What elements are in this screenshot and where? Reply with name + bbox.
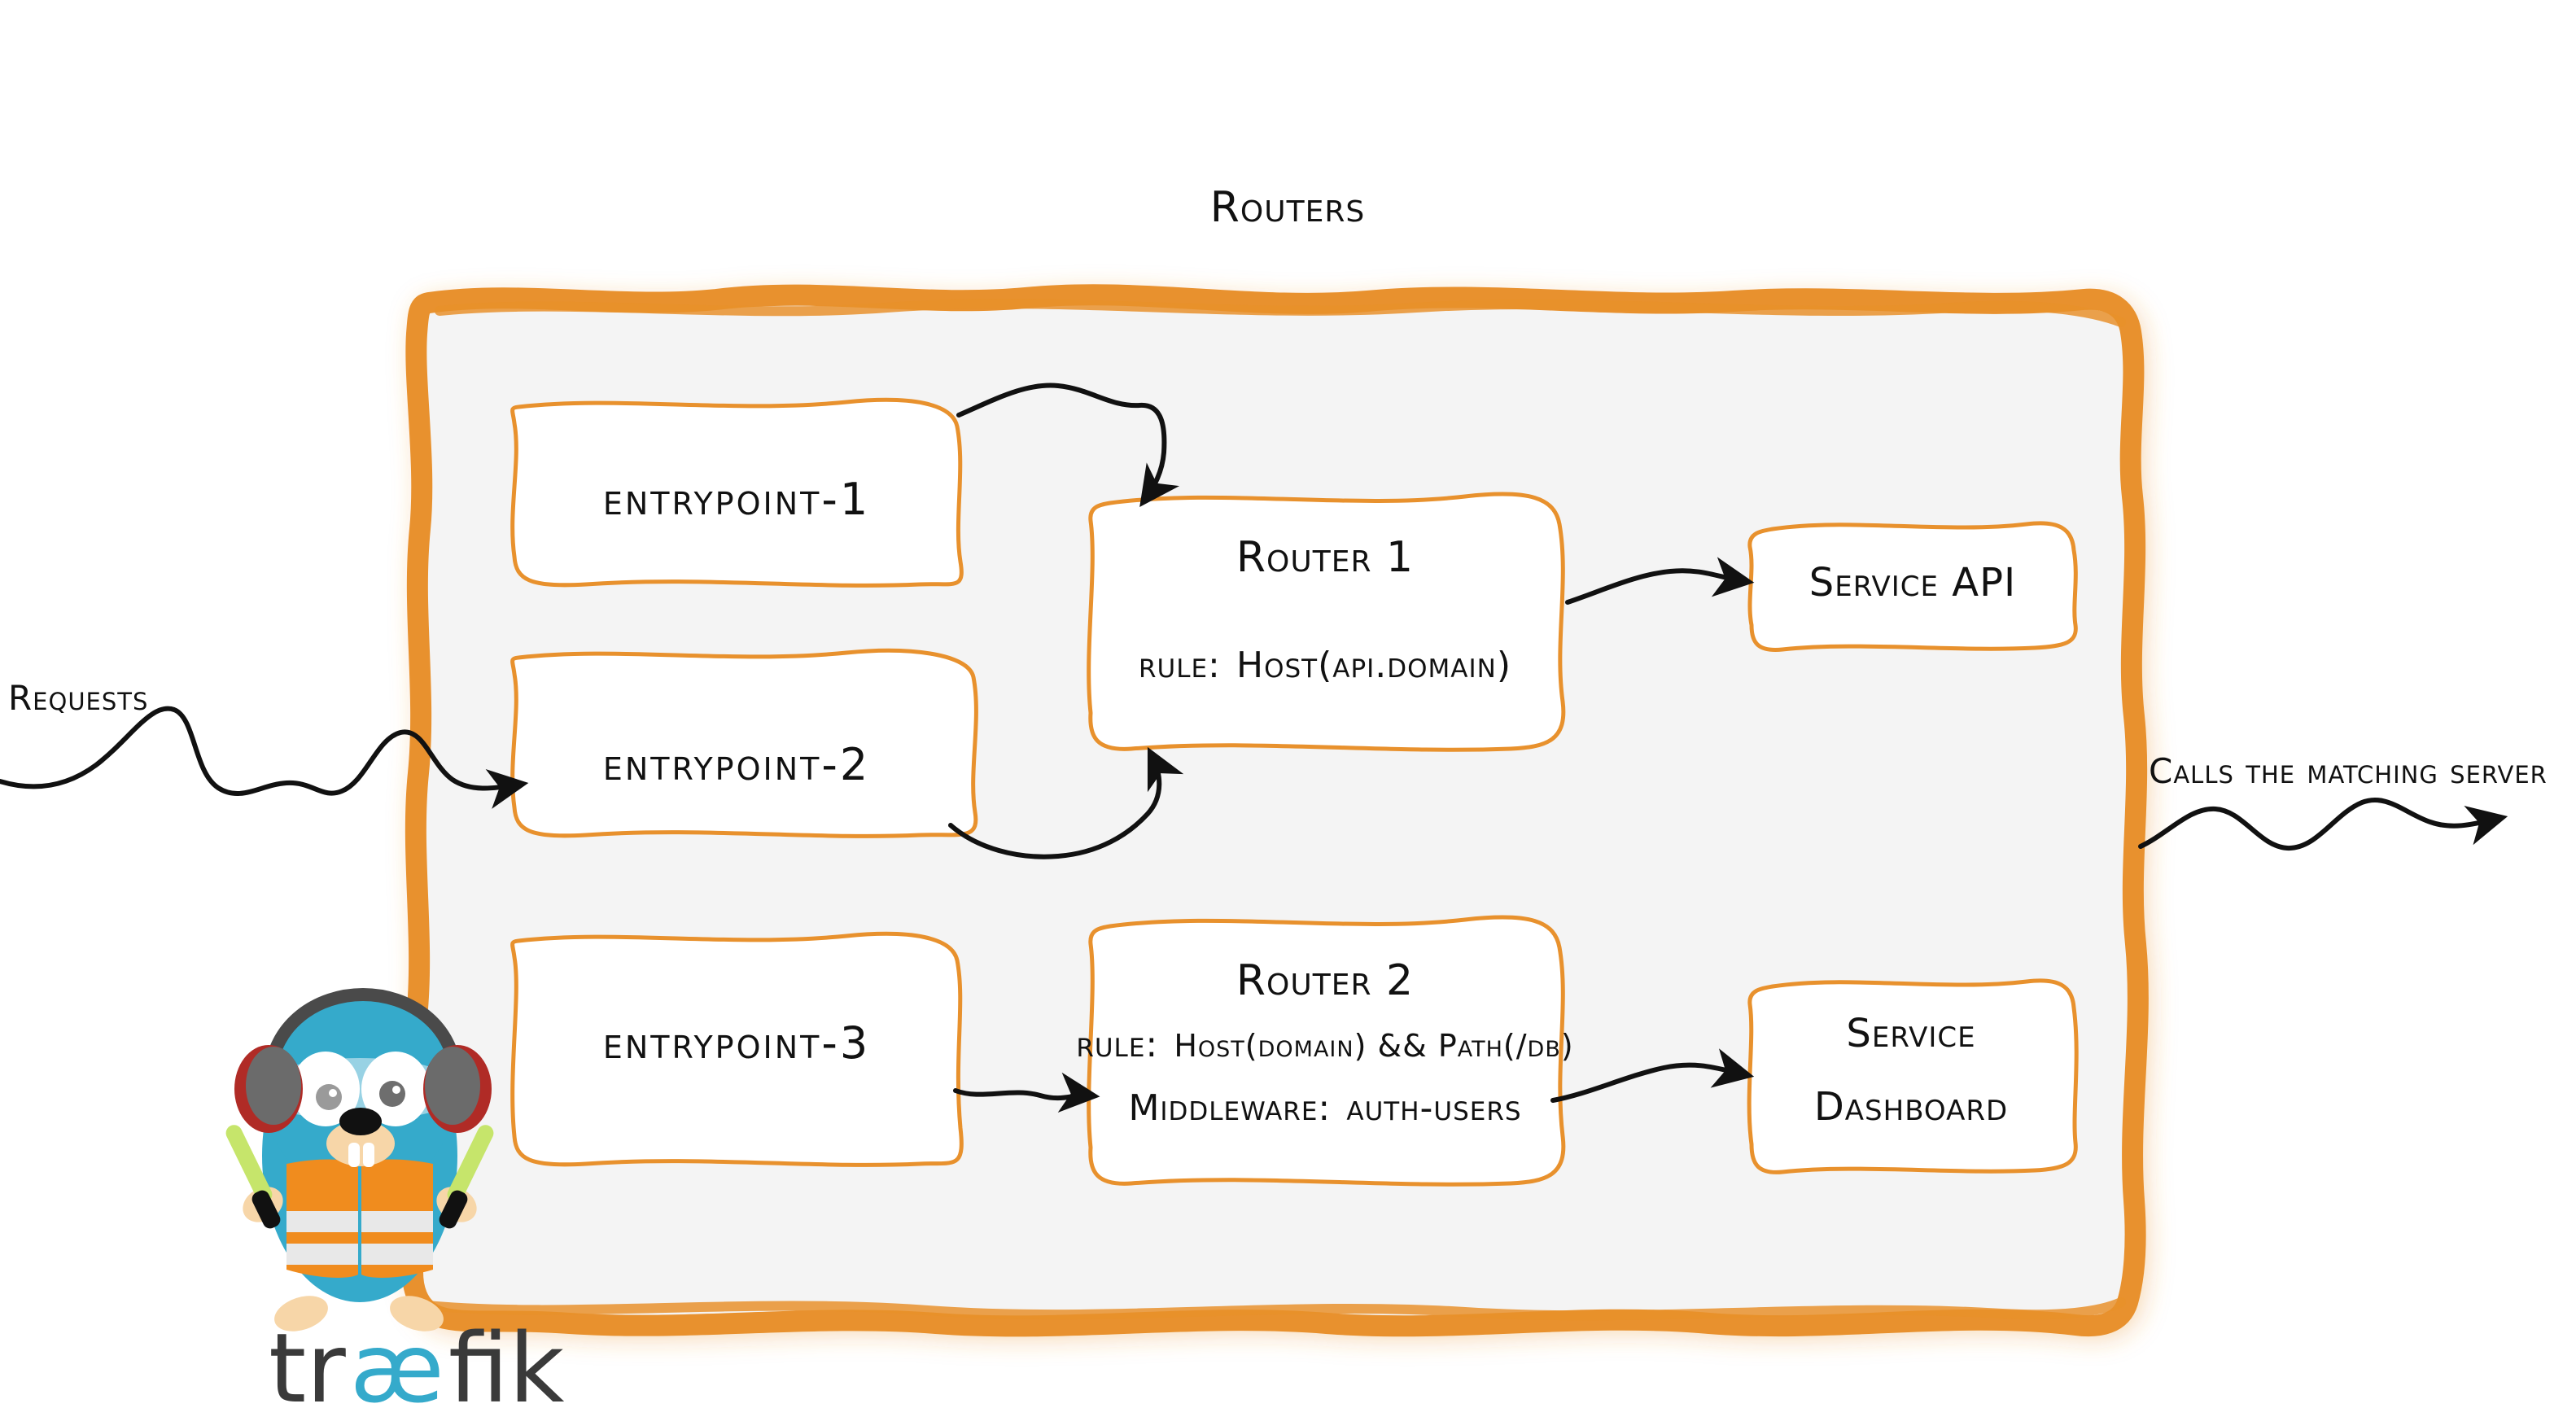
- entrypoint-2-label: entrypoint-2: [603, 739, 870, 790]
- router-box-1[interactable]: Router 1 rule: Host(api.domain): [1087, 492, 1566, 752]
- service-dashboard-label-line1: Service: [1846, 1011, 1975, 1056]
- wordmark-part-ae: æ: [350, 1312, 444, 1408]
- router-2-rule-value: Host(domain) && Path(/db): [1174, 1028, 1573, 1064]
- arrow-entrypoint3-to-router2: [953, 1072, 1100, 1113]
- entrypoint-1-label: entrypoint-1: [603, 474, 870, 525]
- calls-server-label: Calls the matching server: [2149, 751, 2548, 791]
- router-2-rule: rule: Host(domain) && Path(/db): [1076, 1024, 1573, 1065]
- router-box-2[interactable]: Router 2 rule: Host(domain) && Path(/db)…: [1076, 915, 1573, 1187]
- entrypoint-box-3[interactable]: entrypoint-3: [510, 931, 964, 1167]
- router-1-rule-value: Host(api.domain): [1236, 645, 1511, 686]
- service-dashboard-label-line2: Dashboard: [1814, 1084, 2008, 1130]
- arrow-entrypoint2-to-router1: [948, 746, 1184, 859]
- service-api-label: Service API: [1809, 560, 2016, 606]
- arrow-router2-to-service-dashboard: [1550, 1048, 1755, 1103]
- router-1-rule: rule: Host(api.domain): [1139, 645, 1511, 686]
- wordmark-part-1: tr: [269, 1312, 346, 1408]
- router-2-rule-label: rule:: [1076, 1024, 1158, 1065]
- service-box-dashboard[interactable]: Service Dashboard: [1747, 978, 2079, 1174]
- requests-label: Requests: [8, 678, 148, 718]
- arrow-entrypoint1-to-router1: [956, 383, 1180, 507]
- service-box-api[interactable]: Service API: [1747, 521, 2078, 652]
- traefik-gopher-mascot: [225, 987, 494, 1331]
- arrow-router1-to-service-api: [1565, 557, 1755, 605]
- router-2-name: Router 2: [1236, 956, 1414, 1005]
- entrypoint-3-label: entrypoint-3: [603, 1017, 870, 1069]
- entrypoint-box-2[interactable]: entrypoint-2: [510, 648, 978, 838]
- requests-arrow: [0, 706, 529, 809]
- calls-server-arrow: [2138, 797, 2508, 851]
- page-title: Routers: [1210, 183, 1365, 232]
- router-2-middleware: Middleware: auth-users: [1128, 1087, 1521, 1129]
- router-2-middleware-label: Middleware:: [1128, 1087, 1331, 1129]
- traefik-wordmark: tr æ fik: [269, 1312, 565, 1408]
- router-2-middleware-value: auth-users: [1346, 1087, 1521, 1129]
- router-1-rule-label: rule:: [1139, 645, 1221, 686]
- entrypoint-box-1[interactable]: entrypoint-1: [510, 397, 964, 588]
- router-1-name: Router 1: [1236, 533, 1414, 582]
- wordmark-part-3: fik: [448, 1312, 565, 1408]
